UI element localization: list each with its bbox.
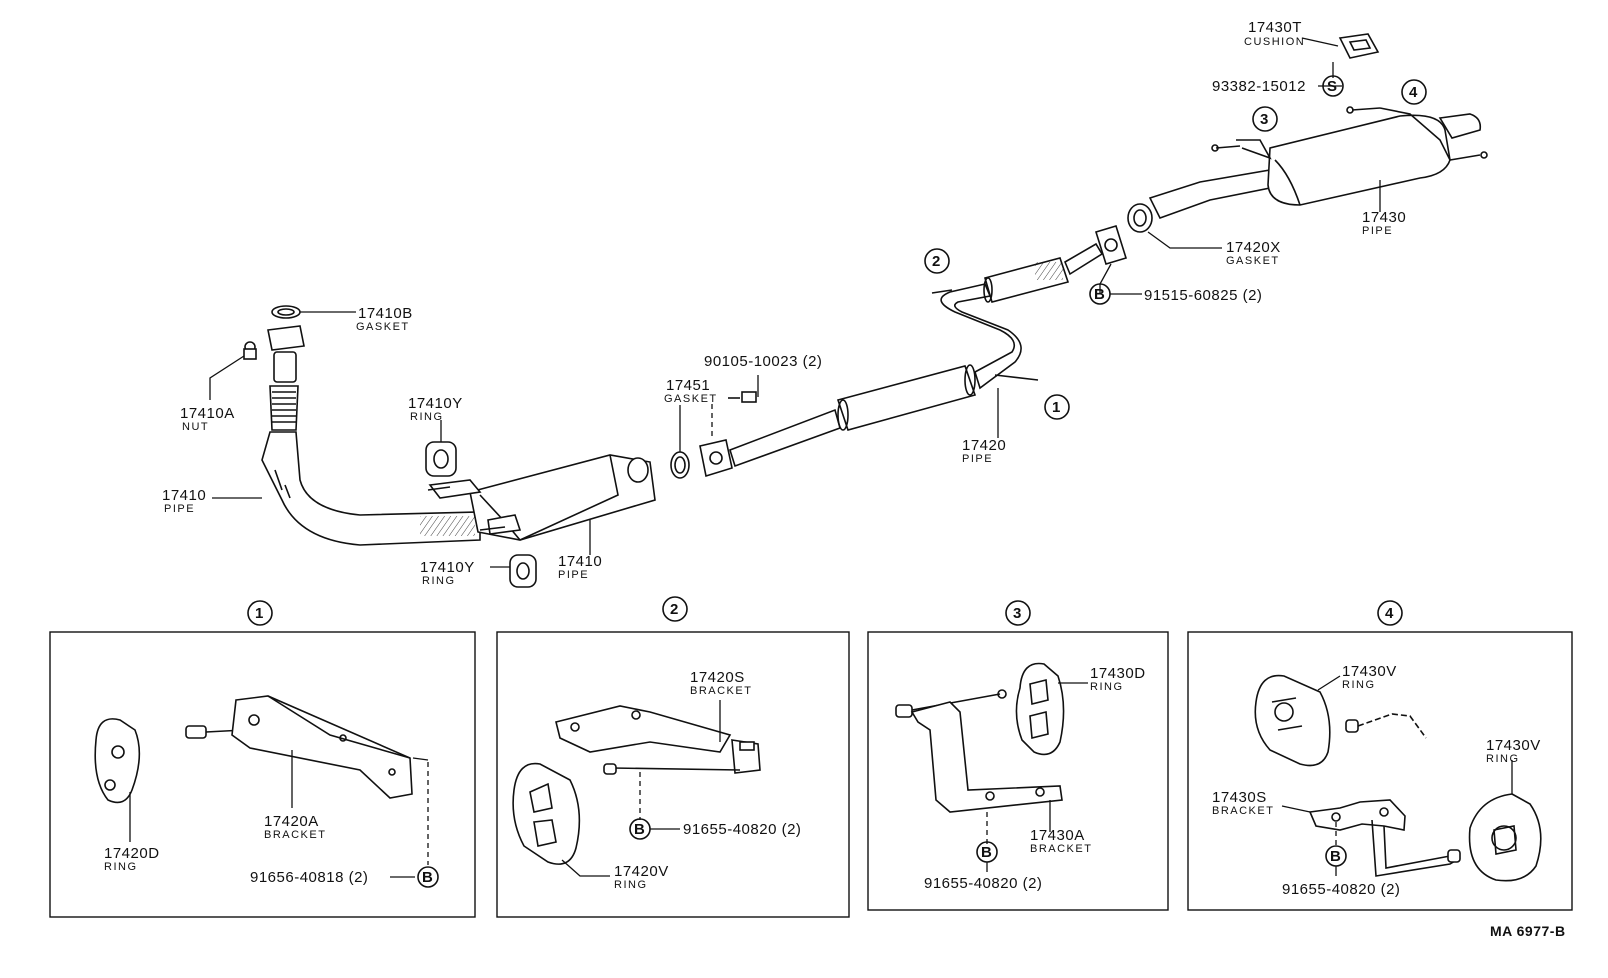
- label-part: 17410Y: [408, 395, 463, 412]
- svg-text:2: 2: [932, 253, 940, 270]
- label-name: PIPE: [962, 453, 993, 465]
- svg-text:4: 4: [1409, 84, 1418, 101]
- label-name: GASKET: [1226, 255, 1280, 267]
- label-part: 17451: [666, 377, 710, 394]
- label-part: 17430T: [1248, 19, 1302, 36]
- label-part: 17430D: [1090, 665, 1146, 682]
- svg-text:3: 3: [1260, 111, 1268, 128]
- ring-17430v-top-drawing: [1254, 674, 1331, 767]
- label-name: RING: [1342, 679, 1376, 691]
- spring-nut-symbol: S: [1322, 75, 1344, 97]
- front-muffler-drawing: [427, 454, 656, 541]
- label-name: RING: [422, 575, 456, 587]
- label-part: 90105-10023 (2): [704, 353, 822, 370]
- label-part: 91655-40820 (2): [1282, 881, 1400, 898]
- svg-text:B: B: [1330, 848, 1341, 865]
- svg-text:S: S: [1327, 78, 1337, 95]
- ring-17410y-lower-drawing: [509, 554, 537, 588]
- label-part: 91655-40820 (2): [683, 821, 801, 838]
- label-part: 17430: [1362, 209, 1406, 226]
- ring-17430v-right-drawing: [1468, 793, 1542, 882]
- label-part: 17410Y: [420, 559, 475, 576]
- label-part: 17420D: [104, 845, 160, 862]
- label-part: 17410A: [180, 405, 235, 422]
- label-part: 91656-40818 (2): [250, 869, 368, 886]
- label-name: RING: [104, 861, 138, 873]
- label-part: 17430S: [1212, 789, 1267, 806]
- bolt-symbol: B: [1089, 283, 1111, 305]
- label-part: 17420S: [690, 669, 745, 686]
- label-part: 17410: [162, 487, 206, 504]
- label-name: PIPE: [558, 569, 589, 581]
- svg-text:B: B: [981, 844, 992, 861]
- gasket-17420x-drawing: [1127, 203, 1153, 233]
- label-name: RING: [1486, 753, 1520, 765]
- label-name: BRACKET: [264, 829, 326, 841]
- label-name: RING: [614, 879, 648, 891]
- label-part: 17430A: [1030, 827, 1085, 844]
- main-callouts: 1 2 3 4: [924, 79, 1427, 420]
- svg-text:3: 3: [1013, 605, 1021, 622]
- label-part: 17420X: [1226, 239, 1281, 256]
- detail-panel-4: 4 B 17430V RING 17430S: [1187, 600, 1573, 911]
- cushion-17430t-drawing: [1338, 33, 1380, 59]
- tail-muffler-drawing: [1148, 106, 1488, 219]
- gasket-17451-drawing: [670, 451, 690, 479]
- label-part: 17430V: [1486, 737, 1541, 754]
- label-name: NUT: [182, 421, 209, 433]
- center-pipe-drawing: [729, 225, 1128, 468]
- front-pipe-drawing: [244, 305, 481, 546]
- label-part: 17420: [962, 437, 1006, 454]
- detail-panel-3: 3 B 17430D RING 17430A BRACKET 91655-408…: [867, 600, 1169, 911]
- label-name: BRACKET: [1212, 805, 1274, 817]
- label-part: 93382-15012: [1212, 78, 1306, 95]
- label-name: GASKET: [356, 321, 410, 333]
- ring-17410y-upper-drawing: [425, 441, 457, 477]
- label-part: 91655-40820 (2): [924, 875, 1042, 892]
- label-name: CUSHION: [1244, 36, 1305, 48]
- label-name: BRACKET: [690, 685, 752, 697]
- label-name: BRACKET: [1030, 843, 1092, 855]
- bracket-17420s-drawing: [555, 705, 761, 775]
- ring-17420d-drawing: [94, 718, 141, 804]
- svg-text:2: 2: [670, 601, 678, 618]
- label-name: RING: [410, 411, 444, 423]
- label-part: 91515-60825 (2): [1144, 287, 1262, 304]
- detail-panel-1: 1 B 17420A BRACKET 17420D RING 91656-408…: [49, 600, 476, 918]
- svg-text:1: 1: [1052, 399, 1060, 416]
- ring-17430d-drawing: [1015, 662, 1065, 756]
- svg-text:4: 4: [1385, 605, 1394, 622]
- detail-panel-2: 2 B 17420S BRACKET 91655-40820 (2) 17420…: [496, 596, 850, 918]
- bracket-17430s-drawing: [1308, 799, 1461, 877]
- label-name: RING: [1090, 681, 1124, 693]
- label-part: 17420A: [264, 813, 319, 830]
- main-labels: 17430T CUSHION 93382-15012 17420X GASKET…: [162, 19, 1406, 587]
- svg-text:1: 1: [255, 605, 263, 622]
- bracket-17420a-drawing: [185, 695, 413, 799]
- label-part: 17430V: [1342, 663, 1397, 680]
- label-part: 17420V: [614, 863, 669, 880]
- label-name: PIPE: [1362, 225, 1393, 237]
- diagram-code: MA 6977-B: [1490, 923, 1566, 939]
- bracket-17430a-drawing: [895, 689, 1063, 813]
- nut-17410a-drawing: [243, 348, 257, 360]
- svg-text:B: B: [634, 821, 645, 838]
- main-assembly: [243, 33, 1488, 588]
- label-name: GASKET: [664, 393, 718, 405]
- flange-drawing: [699, 391, 757, 478]
- label-part: 17410: [558, 553, 602, 570]
- svg-text:B: B: [1094, 286, 1105, 303]
- ring-17420v-drawing: [512, 762, 581, 865]
- svg-text:B: B: [422, 869, 433, 886]
- label-part: 17410B: [358, 305, 413, 322]
- label-name: PIPE: [164, 503, 195, 515]
